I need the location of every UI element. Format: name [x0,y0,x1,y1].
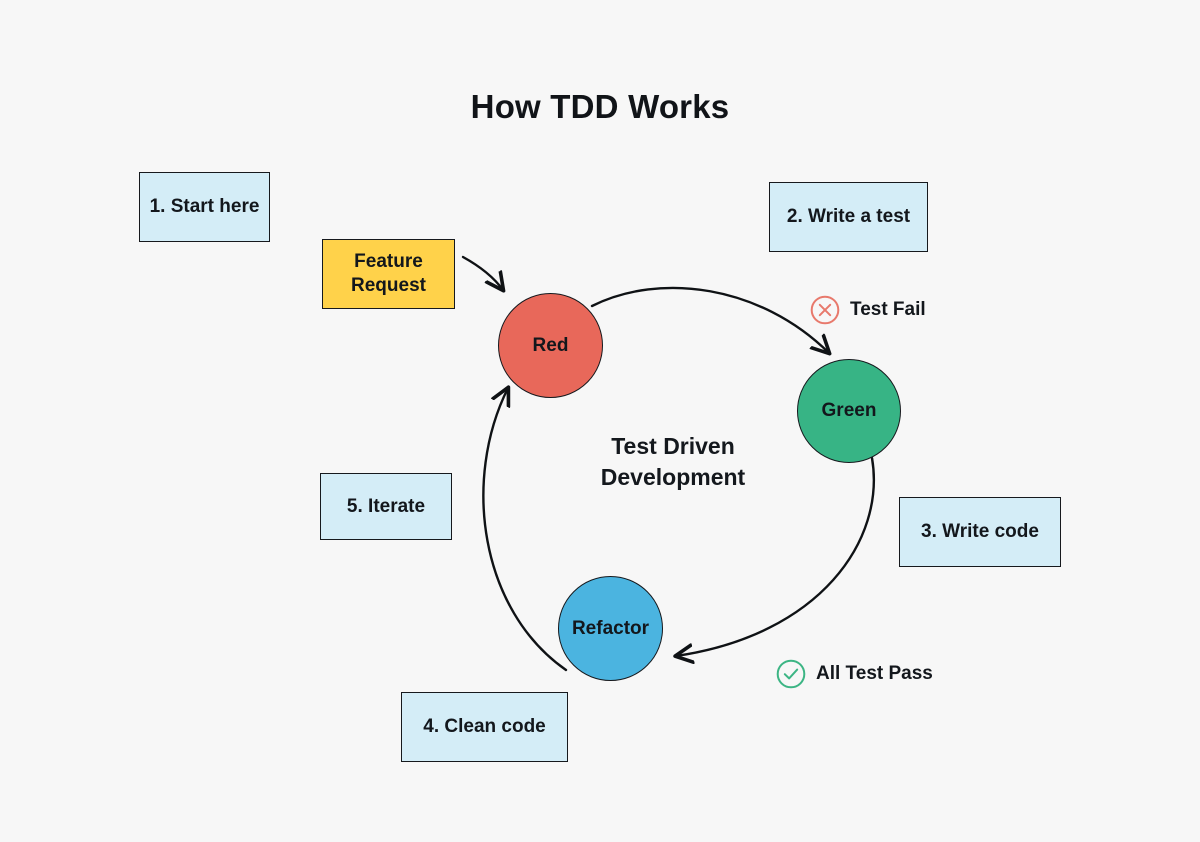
edge-red-to-green [590,286,829,353]
edge-green-to-refactor [676,456,875,656]
callout-step-5-label: 5. Iterate [346,495,426,517]
check-circle-icon [774,657,808,691]
callout-step-3: 3. Write code [899,497,1061,567]
node-green: Green [797,359,901,463]
node-red-label: Red [532,334,569,356]
callout-step-3-label: 3. Write code [921,521,1039,543]
node-green-label: Green [821,400,877,421]
node-refactor: Refactor [558,576,663,681]
node-red: Red [498,293,603,398]
callout-step-5: 5. Iterate [320,473,452,540]
feature-request-box: Feature Request [322,239,455,309]
feature-request-label: Feature Request [351,251,426,296]
callout-step-4-label: 4. Clean code [423,716,546,738]
callout-step-1: 1. Start here [139,172,270,242]
callout-step-1-label: 1. Start here [149,196,260,218]
node-refactor-label: Refactor [571,617,650,639]
status-all-test-pass-label: All Test Pass [816,663,933,684]
callout-step-2-label: 2. Write a test [786,206,911,228]
status-all-test-pass: All Test Pass [774,657,933,691]
edge-feature-request-to-red [461,255,503,290]
status-test-fail-label: Test Fail [850,299,926,320]
x-circle-icon [808,293,842,327]
edge-refactor-to-red [482,388,568,672]
status-test-fail: Test Fail [808,293,926,327]
page-title: How TDD Works [470,88,730,125]
cycle-center-label: Test Driven Development [600,433,746,490]
callout-step-4: 4. Clean code [401,692,568,762]
callout-step-2: 2. Write a test [769,182,928,252]
